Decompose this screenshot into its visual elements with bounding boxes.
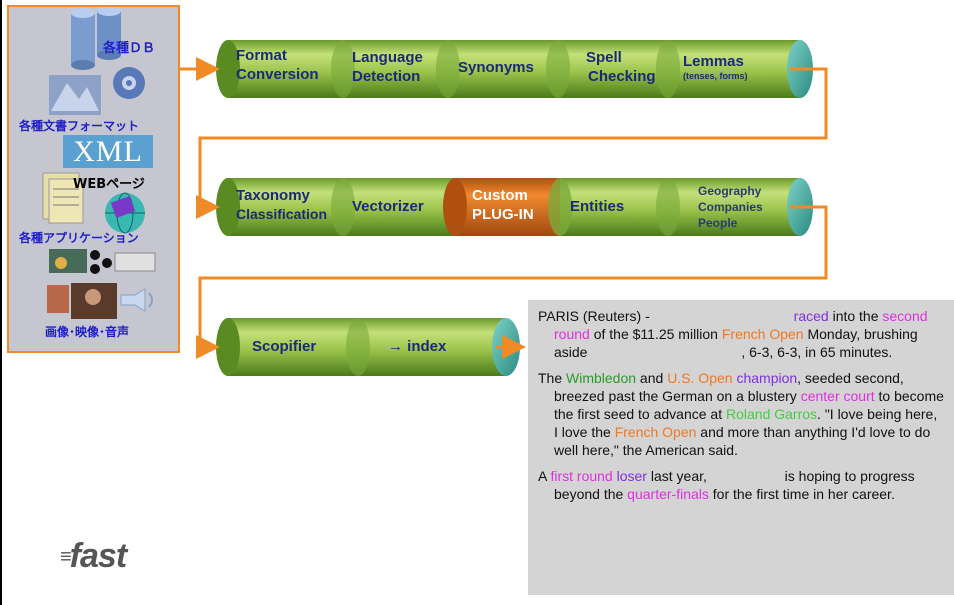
stage-index: → index xyxy=(388,338,447,355)
news-paragraph-2: The Wimbledon and U.S. Open champion, se… xyxy=(538,370,944,458)
document-format-icon xyxy=(49,75,101,115)
database-icon xyxy=(71,7,121,70)
news-paragraph-1: PARIS (Reuters) - raced into the second … xyxy=(538,308,928,360)
stage-vectorizer: Vectorizer xyxy=(352,198,424,215)
db-label: 各種ＤＢ xyxy=(103,41,156,56)
lemmas-subtitle: (tenses, forms) xyxy=(683,71,748,81)
source-icons xyxy=(42,7,156,319)
news-text-panel: PARIS (Reuters) - raced into the second … xyxy=(528,300,954,595)
apps-label: 各種アプリケーション xyxy=(19,231,139,245)
web-page-icon xyxy=(42,172,84,224)
stage-entity-types: Geography Companies People xyxy=(698,184,763,230)
stage-entities: Entities xyxy=(570,198,625,215)
web-label: WEBページ xyxy=(73,177,145,192)
media-label: 画像･映像･音声 xyxy=(45,325,130,339)
globe-icon xyxy=(105,192,145,234)
sources-panel: 各種ＤＢ 各種文書フォーマット XML WEBページ 各種アプリケーション 画像… xyxy=(7,5,180,353)
left-border xyxy=(0,0,2,605)
stage-synonyms: Synonyms xyxy=(458,59,534,76)
logo-stripes-icon: ≡ xyxy=(60,546,72,568)
fast-logo: ≡fast xyxy=(60,537,127,575)
gear-icon xyxy=(113,67,145,99)
media-icons xyxy=(47,283,153,319)
doc-format-label: 各種文書フォーマット xyxy=(19,119,140,133)
stage-lemmas: Lemmas (tenses, forms) xyxy=(683,53,748,81)
xml-label: XML xyxy=(63,135,153,168)
news-paragraph-3: A first round loser last year, is hoping… xyxy=(538,468,915,502)
stage-scopifier: Scopifier xyxy=(252,338,317,355)
application-icons xyxy=(49,249,156,274)
